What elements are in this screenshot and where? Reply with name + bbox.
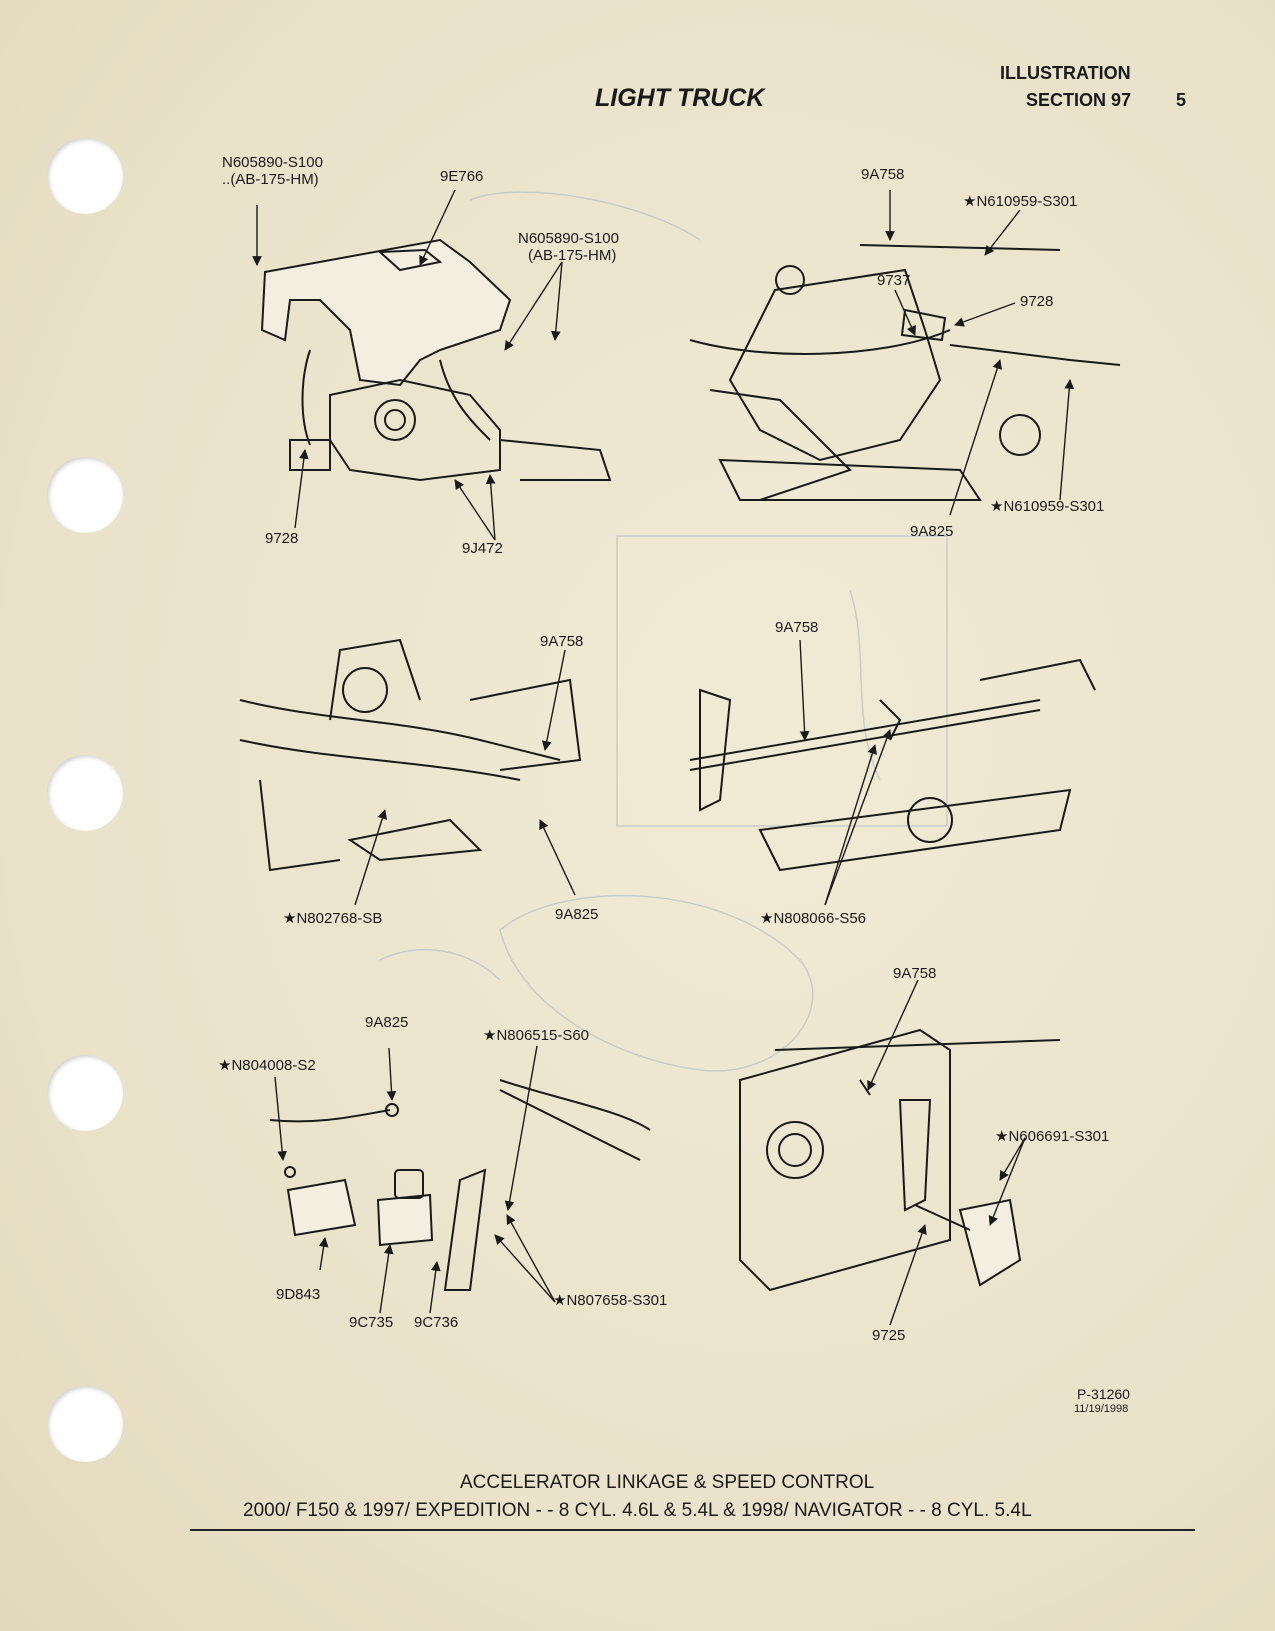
label-p5-9d843: 9D843	[276, 1286, 321, 1303]
label-engine-cover: 9E766	[440, 168, 484, 185]
label-p2-9a825: 9A825	[910, 523, 954, 540]
illustration-heading: ILLUSTRATION	[1000, 63, 1131, 83]
binder-hole-3	[47, 755, 123, 831]
panel-1-engine-cover	[260, 238, 612, 482]
panel-3-leaders	[354, 649, 576, 906]
label-p4-screw: ★N808066-S56	[760, 910, 867, 927]
figure-number: P-31260	[1077, 1386, 1130, 1402]
panel-4-leaders	[799, 639, 892, 906]
label-bracket-9728: 9728	[265, 530, 299, 547]
page-title: LIGHT TRUCK	[595, 84, 765, 112]
label-p2-9737: 9737	[877, 272, 911, 289]
label-p2-nut-top: ★N610959-S301	[963, 193, 1078, 210]
label-p5-screw: ★N804008-S2	[218, 1057, 316, 1074]
panel-3-cable-routing	[239, 638, 582, 872]
label-p6-screw: ★N606691-S301	[995, 1128, 1110, 1145]
binder-hole-4	[47, 1055, 123, 1131]
panel-1-leaders	[252, 189, 563, 541]
panel-4-valve-cover-cable	[689, 658, 1096, 872]
panel-5-leaders	[274, 1045, 556, 1314]
label-p2-nut-bottom: ★N610959-S301	[990, 498, 1105, 515]
binder-hole-5	[47, 1386, 123, 1462]
figure-date: 11/19/1998	[1074, 1403, 1129, 1415]
label-p5-nut: ★N806515-S60	[483, 1027, 590, 1044]
page-number: 5	[1176, 90, 1187, 110]
binder-hole-2	[47, 457, 123, 533]
panel-2-leaders	[885, 190, 1075, 516]
label-p6-cable: 9A758	[893, 965, 937, 982]
label-bolt-left: N605890-S100	[222, 154, 323, 171]
label-p5-bolt: ★N807658-S301	[553, 1292, 668, 1309]
footer-rule	[190, 1529, 1195, 1531]
footer-applicability: 2000/ F150 & 1997/ EXPEDITION - - 8 CYL.…	[243, 1500, 1032, 1521]
label-bolt-right: N605890-S100	[518, 230, 619, 247]
bleed-through-drawing	[379, 191, 948, 1072]
label-bolt-left-spec: ..(AB-175-HM)	[222, 171, 319, 188]
label-p4-cable: 9A758	[775, 619, 819, 636]
label-p2-9728: 9728	[1020, 293, 1054, 310]
panel-6-leaders	[867, 979, 1026, 1326]
footer-title: ACCELERATOR LINKAGE & SPEED CONTROL	[460, 1472, 875, 1493]
binder-hole-1	[47, 138, 123, 214]
label-p3-9a825: 9A825	[555, 906, 599, 923]
panel-2-cable-bracket	[689, 244, 1121, 501]
panel-5-speed-control	[269, 1079, 651, 1291]
label-harness-9j472: 9J472	[462, 540, 503, 557]
section-label: SECTION 97	[1026, 90, 1132, 110]
label-p2-cable: 9A758	[861, 166, 905, 183]
label-p3-screw: ★N802768-SB	[283, 910, 383, 927]
panel-6-accelerator-pedal	[739, 1028, 1061, 1292]
label-p5-9c736: 9C736	[414, 1314, 459, 1331]
label-bolt-right-spec: (AB-175-HM)	[528, 247, 617, 264]
label-p6-pedal: 9725	[872, 1327, 906, 1344]
label-p5-9a825: 9A825	[365, 1014, 409, 1031]
label-p5-9c735: 9C735	[349, 1314, 394, 1331]
label-p3-cable: 9A758	[540, 633, 584, 650]
